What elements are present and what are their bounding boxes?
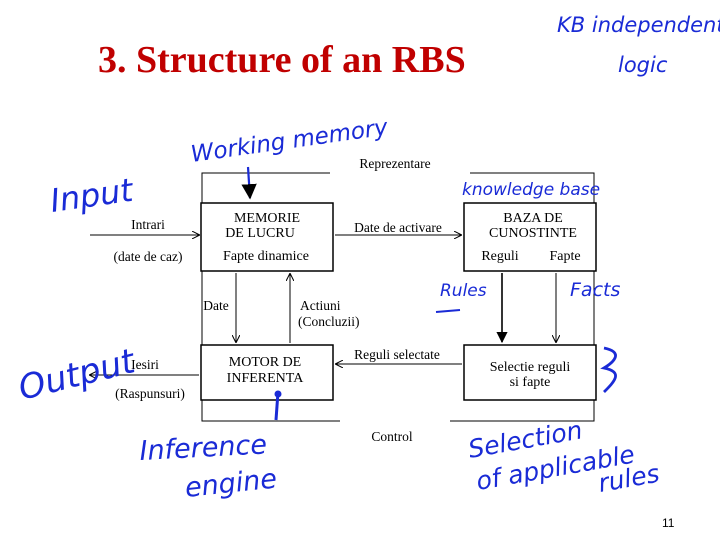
inference-note-line1: Inference xyxy=(139,429,268,467)
kb-box-line1: BAZA DE xyxy=(503,211,563,226)
engine-box-line2: INFERENTA xyxy=(227,371,305,386)
activation-label: Date de activare xyxy=(354,220,442,235)
selection-brace xyxy=(600,346,617,393)
memory-box-line2: DE LUCRU xyxy=(225,226,295,241)
bottom-label-bg xyxy=(340,415,450,429)
inference-pointer-dot xyxy=(274,390,282,398)
select-box xyxy=(463,344,597,401)
actions-label: Actiuni xyxy=(300,298,341,313)
bottom-label: Control xyxy=(371,429,413,444)
memory-box-line1: MEMORIE xyxy=(234,211,300,226)
select-box-line2: si fapte xyxy=(510,375,551,390)
engine-box-line1: MOTOR DE xyxy=(229,355,301,370)
working-memory-arrow xyxy=(241,166,257,200)
rules-underline xyxy=(435,309,461,313)
rules-note: Rules xyxy=(440,281,487,301)
kb-box-line2: CUNOSTINTE xyxy=(489,226,577,241)
kb-note-line2: logic xyxy=(618,53,668,77)
slide-title: 3. Structure of an RBS xyxy=(98,39,466,81)
input-label: Intrari xyxy=(131,217,165,232)
selected-rules-label: Reguli selectate xyxy=(354,347,440,362)
kb-box xyxy=(463,202,597,272)
engine-box xyxy=(200,344,334,401)
kb-box-col2: Fapte xyxy=(549,249,580,264)
select-box-line1: Selectie reguli xyxy=(490,360,571,375)
top-label-bg xyxy=(330,158,470,188)
actions-sub: (Concluzii) xyxy=(298,314,359,329)
inference-note-line2: engine xyxy=(183,464,278,504)
output-label: Iesiri xyxy=(131,357,159,372)
page-number: 11 xyxy=(662,516,675,530)
memory-box-line3: Fapte dinamice xyxy=(223,249,309,264)
input-sub: (date de caz) xyxy=(114,249,183,264)
output-sub: (Raspunsuri) xyxy=(115,386,185,401)
kb-note-line1: KB independent xyxy=(557,13,720,37)
knowledge-base-note: knowledge base xyxy=(462,180,600,200)
facts-note: Facts xyxy=(570,279,620,301)
kb-box-col1: Reguli xyxy=(481,249,518,264)
top-label: Reprezentare xyxy=(359,156,430,171)
input-note: Input xyxy=(48,171,137,220)
data-label: Date xyxy=(203,298,228,313)
memory-box xyxy=(200,202,334,272)
